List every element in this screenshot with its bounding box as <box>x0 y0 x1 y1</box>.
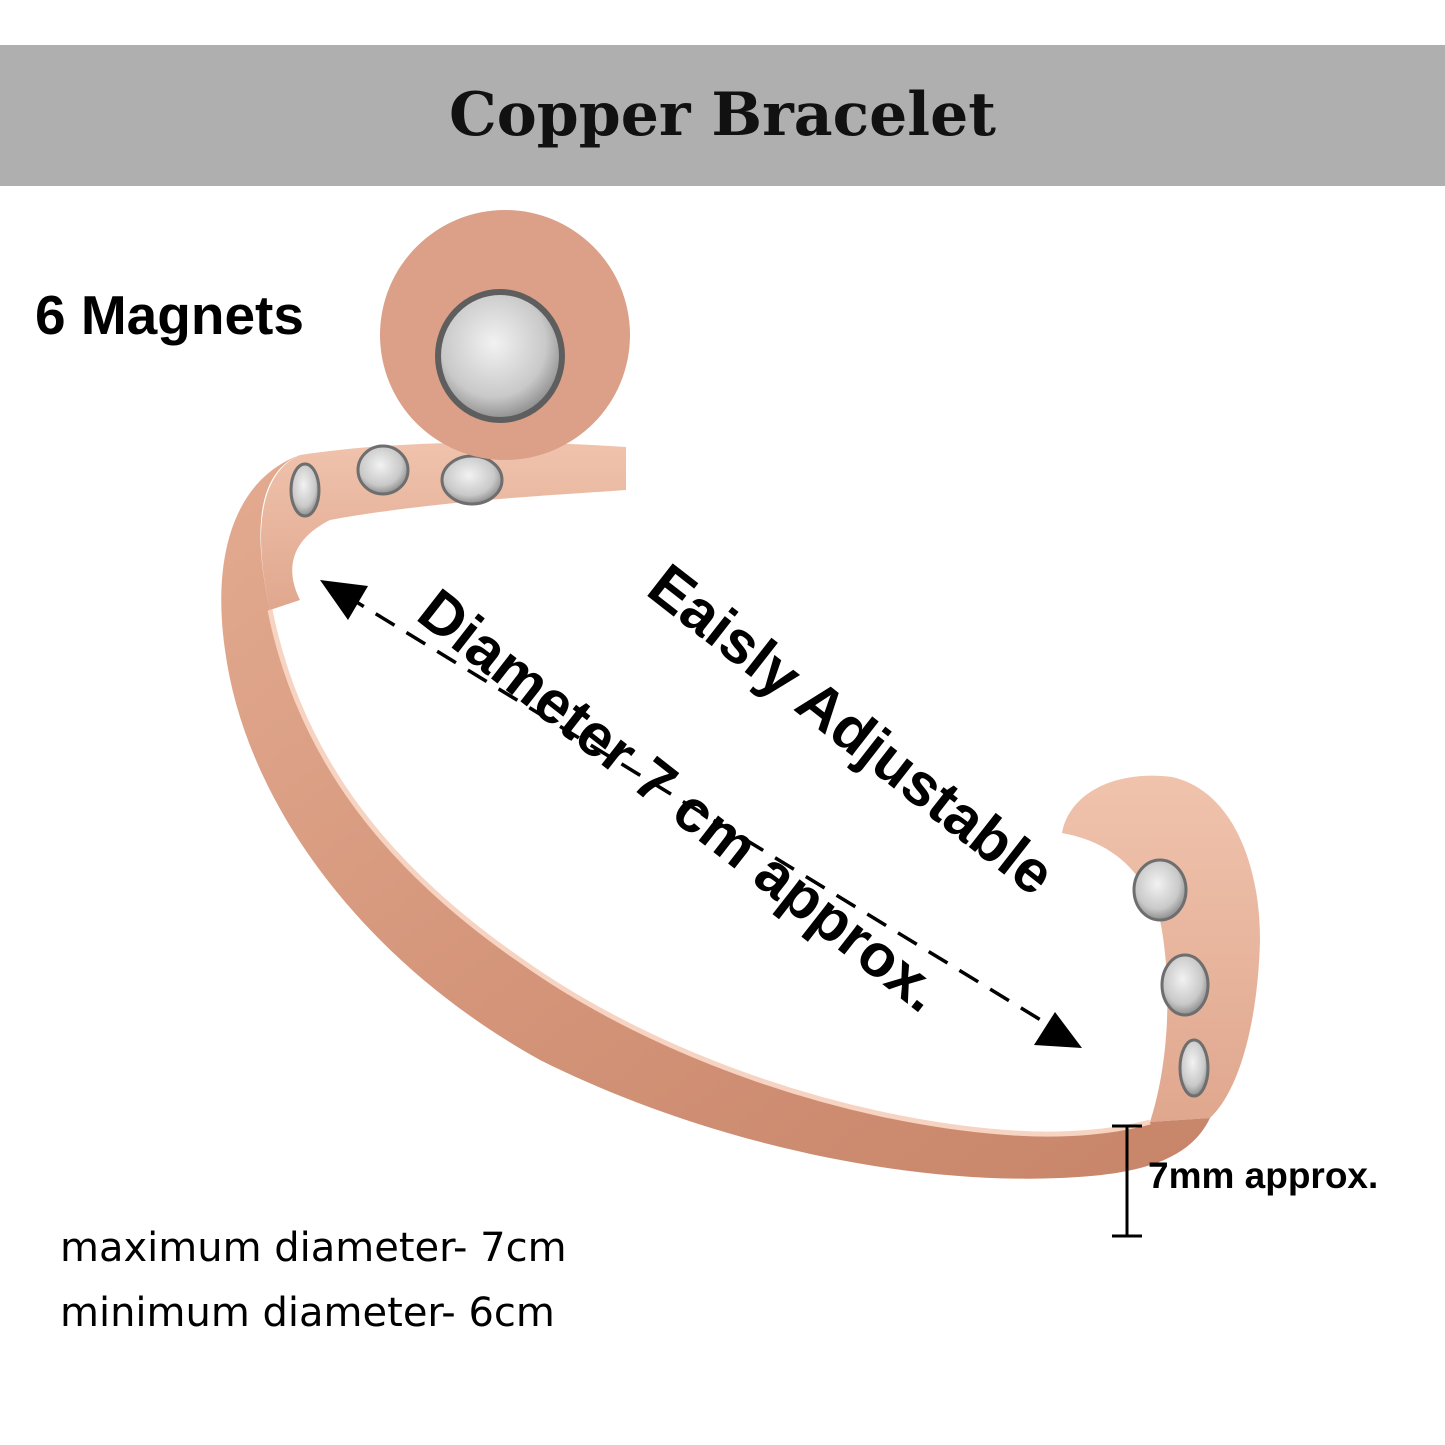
diameter-arrow-head-end <box>1034 1012 1082 1048</box>
width-label: 7mm approx. <box>1148 1155 1379 1196</box>
header-bar <box>0 45 1445 186</box>
bracelet-front-band <box>221 455 1210 1179</box>
magnet-inner-1 <box>289 462 321 518</box>
min-diameter-spec: minimum diameter- 6cm <box>60 1290 555 1336</box>
page-title: Copper Bracelet <box>449 80 996 150</box>
magnet-inner-6 <box>1178 1038 1210 1098</box>
magnets-label: 6 Magnets <box>35 284 304 346</box>
magnet-inner-3 <box>440 454 504 506</box>
max-diameter-spec: maximum diameter- 7cm <box>60 1225 567 1271</box>
magnet-inner-4 <box>1132 858 1188 922</box>
magnet-zoom <box>435 289 565 423</box>
bracelet-right-arm <box>1062 775 1260 1122</box>
diameter-arrow-head-start <box>320 580 368 620</box>
bracelet-edge-highlight <box>267 609 1151 1137</box>
magnet-inner-2 <box>356 444 410 496</box>
bracelet-inner-band <box>261 442 626 610</box>
diameter-arrow-line <box>344 593 1063 1035</box>
magnet-inner-5 <box>1160 953 1210 1017</box>
